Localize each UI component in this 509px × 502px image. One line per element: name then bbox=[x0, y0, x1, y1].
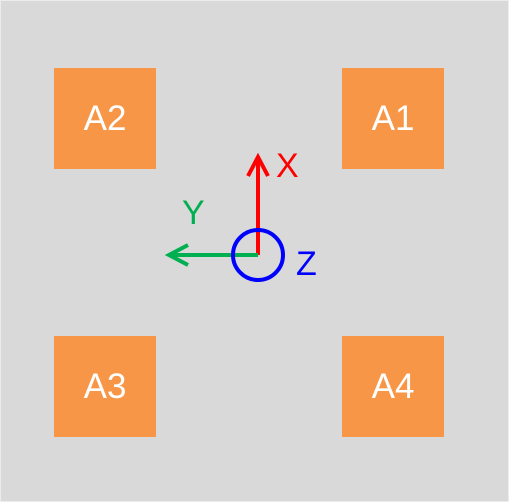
z-axis-circle bbox=[231, 228, 285, 282]
pad-a2: A2 bbox=[54, 68, 156, 169]
pad-a1: A1 bbox=[342, 68, 444, 169]
z-axis-label: Z bbox=[296, 245, 317, 283]
pad-a3-label: A3 bbox=[83, 366, 127, 406]
pad-a3: A3 bbox=[54, 336, 156, 437]
pad-a1-label: A1 bbox=[371, 98, 415, 138]
y-axis-arrowhead bbox=[164, 243, 189, 267]
x-axis-arrowhead bbox=[246, 152, 270, 177]
y-axis-label: Y bbox=[182, 194, 205, 232]
pad-a4-label: A4 bbox=[371, 366, 415, 406]
x-axis-label: X bbox=[276, 147, 299, 185]
pad-a4: A4 bbox=[342, 336, 444, 437]
pad-a2-label: A2 bbox=[83, 98, 127, 138]
